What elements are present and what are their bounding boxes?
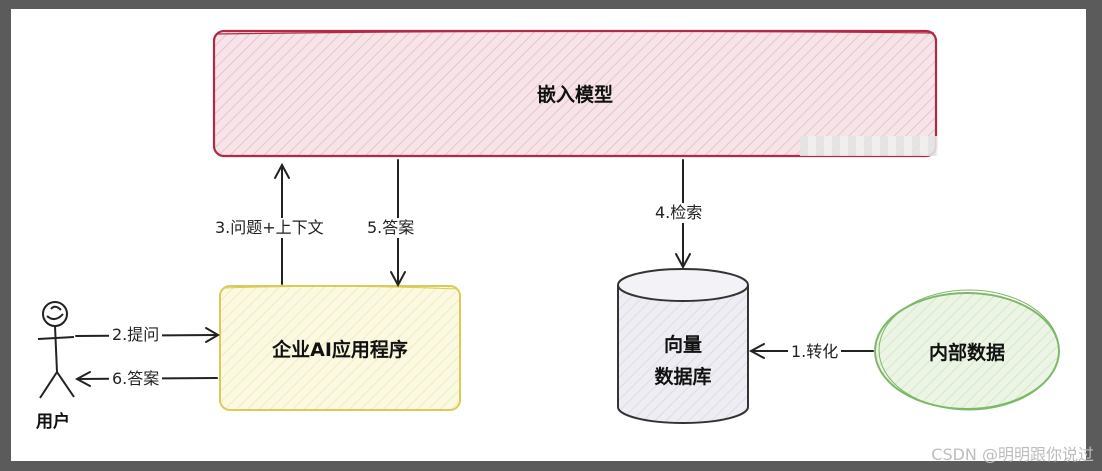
vector-db-label-line1: 向量 — [663, 333, 702, 356]
edge-label-step3: 3.问题+上下文 — [212, 218, 327, 238]
internal-data-label: 内部数据 — [928, 341, 1005, 364]
enterprise-app-label: 企业AI应用程序 — [272, 338, 408, 361]
edge-label-step2: 2.提问 — [109, 325, 163, 345]
enterprise-app-shape — [219, 285, 461, 411]
embedding-model-label: 嵌入模型 — [536, 84, 613, 106]
vector-db-shape — [617, 268, 749, 424]
user-label: 用户 — [36, 412, 70, 432]
vector-db-label-line2: 数据库 — [654, 365, 712, 388]
csdn-watermark: CSDN @明明跟你说过 — [931, 445, 1094, 464]
blurred-watermark-patch — [800, 136, 938, 156]
edge-label-step1: 1.转化 — [788, 342, 842, 362]
user-stick-figure — [37, 301, 75, 399]
embedding-model-shape — [212, 29, 938, 158]
edge-label-step4: 4.检索 — [652, 203, 706, 223]
edge-label-step5: 5.答案 — [364, 218, 418, 238]
internal-data-shape — [874, 289, 1060, 411]
edge-label-step6: 6.答案 — [109, 369, 163, 389]
